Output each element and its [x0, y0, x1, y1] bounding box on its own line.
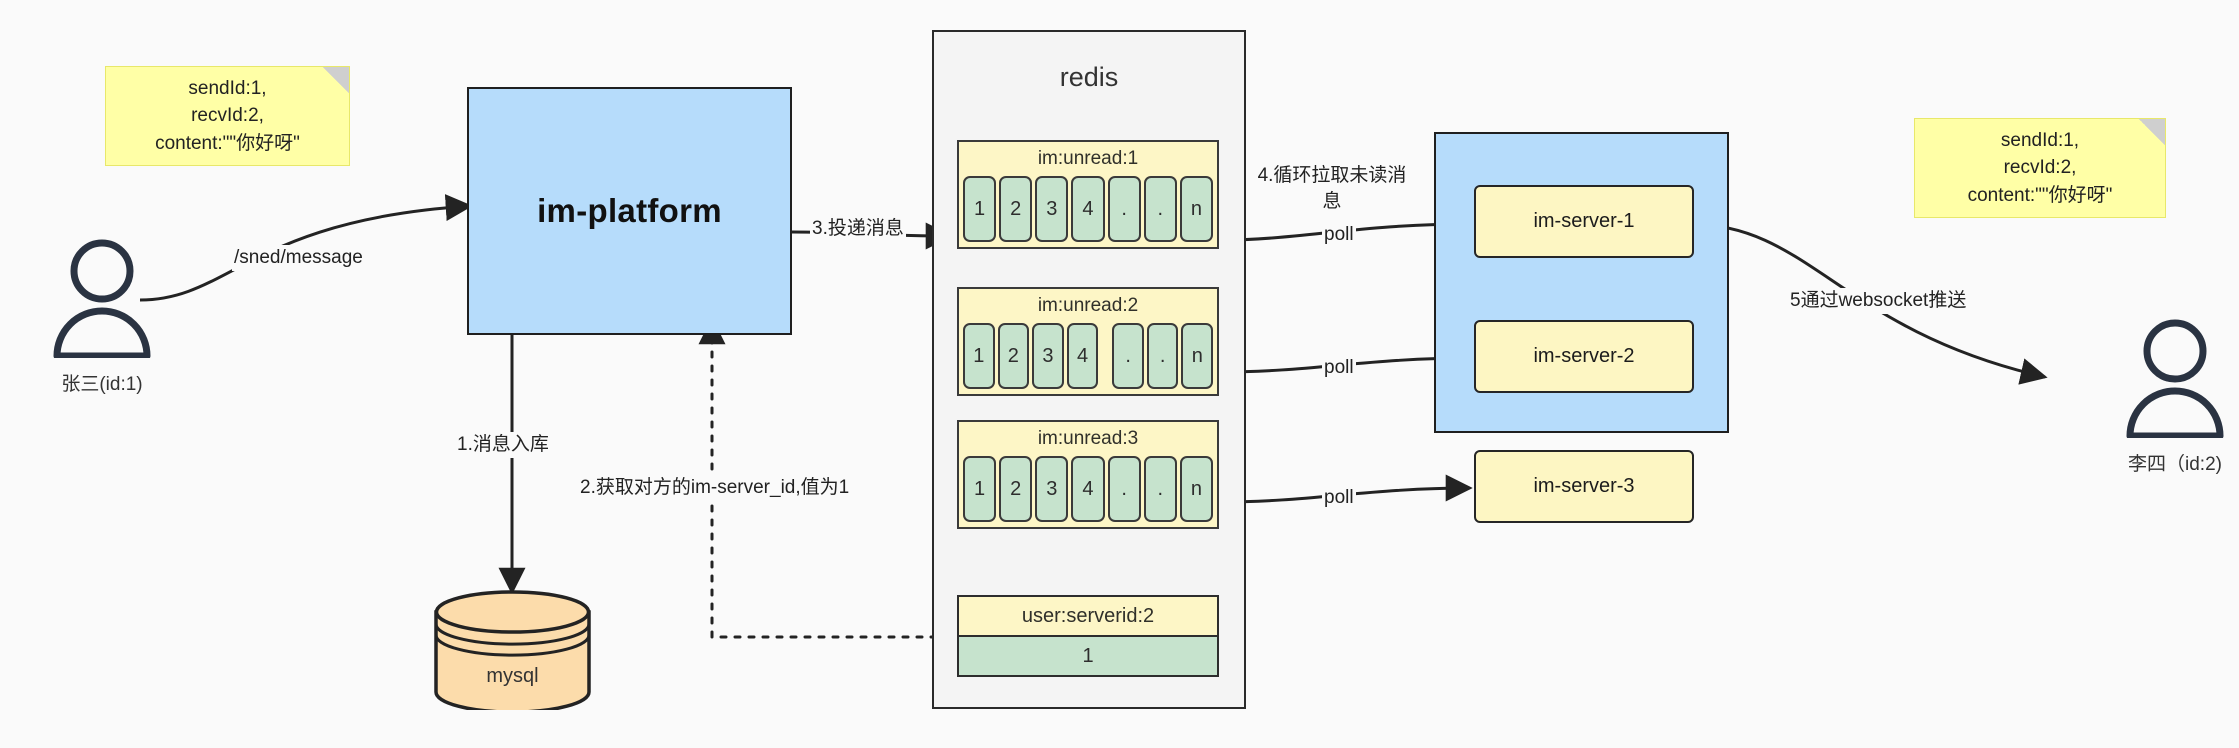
- node-mysql[interactable]: mysql: [430, 590, 595, 714]
- redis-cell: 2: [999, 176, 1033, 242]
- redis-cell: .: [1143, 456, 1177, 522]
- edge-label-poll-1: poll: [1322, 222, 1356, 248]
- redis-cell: n: [1181, 323, 1214, 389]
- redis-cell: 1: [963, 323, 995, 389]
- redis-key-group-3: im:unread:3 1 2 3 4 . . n: [957, 420, 1219, 529]
- edge-label-step3: 3.投递消息: [810, 216, 906, 242]
- redis-cell: .: [1143, 176, 1177, 242]
- edge-label-step4: 4.循环拉取未读消息: [1255, 163, 1409, 215]
- user-icon: [2126, 319, 2224, 440]
- redis-cell: 4: [1071, 176, 1105, 242]
- redis-cell: 4: [1071, 456, 1105, 522]
- redis-kv-value: 1: [959, 637, 1217, 675]
- redis-key-label-1: im:unread:1: [1037, 148, 1139, 169]
- node-im-server-2-label: im-server-2: [1533, 345, 1635, 367]
- redis-cell: 3: [1035, 456, 1069, 522]
- user-icon: [53, 239, 151, 360]
- redis-kv-serverid: user:serverid:2 1: [957, 595, 1219, 677]
- redis-cells-3: 1 2 3 4 . . n: [959, 456, 1217, 527]
- node-im-platform[interactable]: im-platform: [467, 87, 792, 335]
- actor-receiver-label: 李四（id:2): [2128, 454, 2222, 475]
- actor-receiver: 李四（id:2): [2090, 318, 2239, 476]
- database-icon: [434, 590, 591, 714]
- redis-key-label-2: im:unread:2: [1037, 295, 1139, 316]
- redis-kv-key: user:serverid:2: [959, 597, 1217, 637]
- redis-cell: .: [1146, 323, 1179, 389]
- node-im-server-1[interactable]: im-server-1: [1474, 185, 1694, 258]
- node-im-server-2[interactable]: im-server-2: [1474, 320, 1694, 393]
- note-message-right: sendId:1, recvId:2, content:""你好呀": [1914, 118, 2166, 218]
- node-redis-title: redis: [1059, 62, 1119, 92]
- redis-cell: 4: [1066, 323, 1099, 389]
- note-left-text: sendId:1, recvId:2, content:""你好呀": [155, 77, 300, 154]
- note-fold-icon: [323, 67, 349, 93]
- redis-cell: .: [1107, 176, 1141, 242]
- note-fold-icon: [2139, 119, 2165, 145]
- redis-cell: .: [1112, 323, 1144, 389]
- edge-label-step5: 5通过websocket推送: [1788, 288, 1969, 314]
- redis-cell: 3: [1035, 176, 1069, 242]
- note-message-left: sendId:1, recvId:2, content:""你好呀": [105, 66, 350, 166]
- redis-key-group-1: im:unread:1 1 2 3 4 . . n: [957, 140, 1219, 249]
- redis-cell: .: [1107, 456, 1141, 522]
- redis-cell: n: [1179, 176, 1213, 242]
- node-im-server-1-label: im-server-1: [1533, 210, 1635, 232]
- redis-cell: 2: [999, 456, 1033, 522]
- edge-label-step1: 1.消息入库: [455, 432, 551, 458]
- redis-cell: 3: [1032, 323, 1064, 389]
- redis-cell: 2: [997, 323, 1030, 389]
- redis-cell: 1: [963, 176, 997, 242]
- edge-label-send-message: /sned/message: [232, 245, 365, 271]
- redis-key-label-3: im:unread:3: [1037, 428, 1139, 449]
- node-im-server-3-label: im-server-3: [1533, 475, 1635, 497]
- edge-label-poll-3: poll: [1322, 485, 1356, 511]
- redis-cells-1: 1 2 3 4 . . n: [959, 176, 1217, 247]
- actor-sender: 张三(id:1): [12, 238, 192, 396]
- redis-cells-2: 1 2 3 4 . . n: [959, 323, 1217, 394]
- node-mysql-label: mysql: [486, 665, 539, 687]
- node-im-platform-label: im-platform: [537, 192, 722, 229]
- note-right-text: sendId:1, recvId:2, content:""你好呀": [1967, 129, 2113, 206]
- actor-sender-label: 张三(id:1): [61, 374, 143, 395]
- redis-cell: n: [1179, 456, 1213, 522]
- edge-label-step2: 2.获取对方的im-server_id,值为1: [578, 475, 852, 501]
- node-im-server-3[interactable]: im-server-3: [1474, 450, 1694, 523]
- redis-key-group-2: im:unread:2 1 2 3 4 . . n: [957, 287, 1219, 396]
- edge-label-poll-2: poll: [1322, 355, 1356, 381]
- redis-cell: 1: [963, 456, 997, 522]
